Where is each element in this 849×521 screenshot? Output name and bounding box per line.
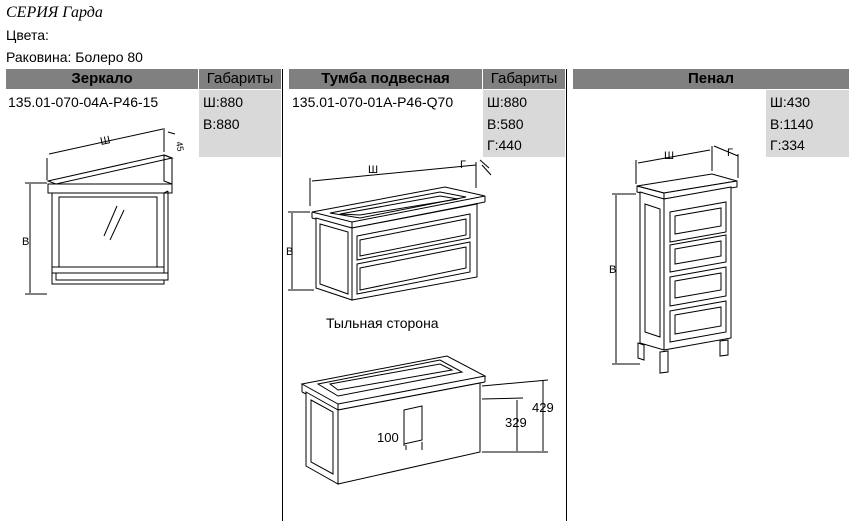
mirror-dims-header: Габариты <box>199 69 281 89</box>
cabinet-height: В:580 <box>487 116 524 132</box>
penal-width-label: Ш <box>664 150 674 162</box>
series-title: СЕРИЯ Гарда <box>6 4 103 21</box>
mirror-drawing <box>25 128 176 295</box>
penal-dims-box: Ш:430 В:1140 Г:334 <box>766 90 849 157</box>
cabinet-width: Ш:880 <box>487 94 528 110</box>
penal-depth: Г:334 <box>770 137 805 153</box>
penal-header: Пенал <box>573 69 849 89</box>
penal-depth-label: Г <box>727 147 733 159</box>
back-side-caption: Тыльная сторона <box>326 315 439 331</box>
mirror-width-label: Ш <box>99 134 111 148</box>
back-dim-429: 429 <box>532 400 554 415</box>
penal-height-label: В <box>609 264 616 276</box>
cabinet-code: 135.01-070-01А-Р46-Q70 <box>292 94 454 110</box>
mirror-dims-box: Ш:880 В:880 <box>199 90 281 157</box>
mirror-depth-label: 45 <box>174 141 186 153</box>
cabinet-header: Тумба подвесная <box>289 69 482 89</box>
penal-drawing <box>612 145 739 374</box>
mirror-height: В:880 <box>203 116 240 132</box>
sink-label: Раковина: Болеро 80 <box>6 49 143 65</box>
column-divider <box>566 69 567 521</box>
colors-label: Цвета: <box>6 27 49 43</box>
back-dim-100: 100 <box>377 430 399 445</box>
cabinet-back-drawing <box>300 355 549 485</box>
mirror-code: 135.01-070-04А-Р46-15 <box>8 94 159 110</box>
cabinet-drawing <box>288 159 492 301</box>
cabinet-dims-header: Габариты <box>483 69 565 89</box>
cabinet-dims-box: Ш:880 В:580 Г:440 <box>483 90 565 157</box>
mirror-header: Зеркало <box>6 69 198 89</box>
column-divider <box>282 69 283 521</box>
mirror-width: Ш:880 <box>203 94 244 110</box>
cabinet-depth-label: Г <box>460 159 466 171</box>
cabinet-depth: Г:440 <box>487 137 522 153</box>
back-dim-329: 329 <box>505 415 527 430</box>
mirror-height-label: В <box>22 236 29 248</box>
penal-height: В:1140 <box>770 116 814 132</box>
cabinet-width-label: Ш <box>368 164 378 176</box>
penal-width: Ш:430 <box>770 94 811 110</box>
cabinet-height-label: В <box>286 246 293 258</box>
